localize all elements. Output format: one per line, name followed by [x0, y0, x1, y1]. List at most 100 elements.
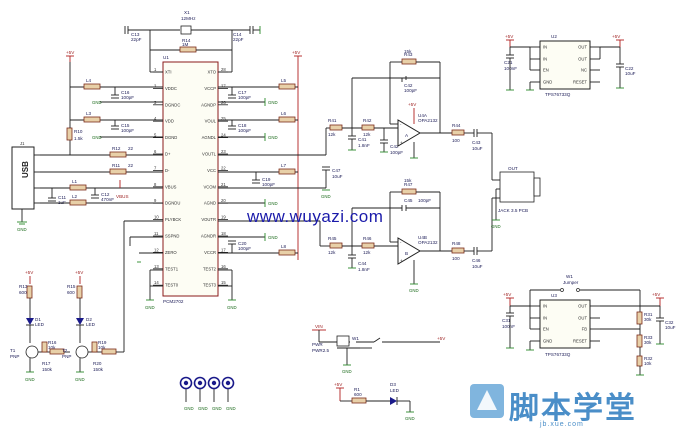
svg-text:30k: 30k [644, 317, 652, 322]
svg-text:A: A [405, 133, 409, 138]
svg-text:100pF: 100pF [404, 88, 417, 93]
svg-text:L1: L1 [72, 179, 78, 184]
svg-text:C22: C22 [625, 66, 634, 71]
led-driver-1: +5V R13 600 D1 LED T1 PNP R16 10k R17 15… [10, 270, 70, 382]
svg-text:C31: C31 [502, 318, 511, 323]
svg-text:-: - [400, 122, 402, 127]
u1-pin-right-number: 24 [221, 133, 226, 138]
svg-text:L2: L2 [72, 194, 78, 199]
svg-text:R33: R33 [644, 335, 653, 340]
svg-text:U3: U3 [551, 293, 557, 298]
u1-pin-left-name: TEST0 [165, 283, 179, 288]
svg-text:+5V: +5V [503, 292, 512, 297]
u1-pin-right-name: XTO [207, 70, 216, 75]
svg-text:U4B: U4B [418, 235, 427, 240]
svg-text:R12: R12 [112, 146, 121, 151]
u1-pin-left-number: 4 [154, 116, 157, 121]
svg-text:GND: GND [268, 201, 278, 206]
u1-pin-right-name: AGNDR [201, 234, 216, 239]
svg-text:GND: GND [25, 377, 35, 382]
svg-text:12MHz: 12MHz [181, 16, 196, 21]
svg-text:T1: T1 [10, 348, 16, 353]
svg-text:T2: T2 [62, 348, 68, 353]
svg-text:GND: GND [75, 377, 85, 382]
svg-text:100pF: 100pF [121, 95, 134, 100]
svg-text:R45: R45 [328, 236, 337, 241]
svg-text:C11: C11 [58, 195, 67, 200]
svg-text:470nF: 470nF [101, 197, 114, 202]
svg-text:600: 600 [19, 290, 27, 295]
u1-pin-left-number: 9 [154, 198, 157, 203]
svg-text:C21: C21 [504, 60, 513, 65]
u1-pin-right-name: VOUL [205, 119, 217, 124]
u2-pin-right: OUT [578, 57, 587, 62]
u1-pin-right-name: AGND [204, 201, 216, 206]
svg-text:R20: R20 [93, 361, 102, 366]
u1-pin-right-number: 25 [221, 116, 226, 121]
svg-text:+5V: +5V [652, 292, 661, 297]
svg-text:X1: X1 [184, 10, 190, 15]
svg-text:+5V: +5V [66, 50, 75, 55]
opamp-channel-left: R41 12k C41 1.8nF R42 12k C42 100pF - + … [326, 49, 493, 180]
svg-text:L6: L6 [281, 111, 287, 116]
u1-pin-left-name: VBUS [165, 184, 177, 189]
u3-pin-right: FB [582, 327, 588, 332]
svg-text:+5V: +5V [292, 50, 301, 55]
svg-text:C42: C42 [404, 83, 413, 88]
u1-pin-left-number: 7 [154, 165, 157, 170]
u1-pin-right-name: VCC [207, 168, 216, 173]
svg-text:L5: L5 [281, 78, 287, 83]
svg-text:U4A: U4A [418, 113, 428, 118]
svg-text:PNP: PNP [10, 354, 19, 359]
svg-text:R43: R43 [404, 52, 413, 57]
svg-text:C15: C15 [121, 123, 130, 128]
svg-text:D1: D1 [35, 317, 41, 322]
site-logo [470, 384, 674, 424]
svg-text:+5V: +5V [437, 336, 446, 341]
svg-text:R48: R48 [452, 241, 461, 246]
u1-pin-left-name: DGNDU [165, 201, 180, 206]
svg-text:Jumper: Jumper [563, 280, 579, 285]
svg-text:JACK 3.5 PCB: JACK 3.5 PCB [498, 208, 528, 213]
svg-text:C44: C44 [358, 261, 367, 266]
svg-text:1M: 1M [182, 42, 189, 47]
u1-pin-left-number: 1 [154, 67, 157, 72]
mounting-holes: GND GND GND GND [179, 376, 236, 411]
svg-text:R44: R44 [452, 123, 461, 128]
svg-text:GND: GND [268, 100, 278, 105]
svg-text:LED: LED [86, 322, 96, 327]
svg-text:R17: R17 [42, 361, 51, 366]
logo-url: jb.xue.com [540, 421, 584, 428]
svg-text:1.8nF: 1.8nF [358, 267, 370, 272]
svg-text:D2: D2 [86, 317, 92, 322]
u1-pin-right-name: VOUTR [201, 217, 216, 222]
u1-pin-right-name: VCCR [204, 250, 216, 255]
u1-right-nets: +5V L5 C17 100pF GND L6 C18 100pF GND L7… [218, 50, 343, 310]
svg-text:100pF: 100pF [238, 128, 251, 133]
svg-text:100pF: 100pF [418, 198, 431, 203]
u1-pin-right-number: 16 [221, 264, 226, 269]
u1-pin-right-number: 19 [221, 215, 226, 220]
svg-text:C41: C41 [358, 137, 367, 142]
svg-text:+5V: +5V [408, 102, 417, 107]
svg-text:100pF: 100pF [238, 95, 251, 100]
svg-text:VIN: VIN [315, 324, 323, 329]
u1-pin-left-number: 12 [154, 247, 159, 252]
svg-text:OPA2132: OPA2132 [418, 240, 438, 245]
svg-text:100nF: 100nF [504, 66, 517, 71]
svg-text:GND: GND [198, 406, 208, 411]
svg-text:C20: C20 [238, 241, 247, 246]
u1-pin-right-number: 18 [221, 231, 226, 236]
audio-jack: OUT JACK 3.5 PCB GND [491, 166, 541, 229]
u1-pcm2702: U1 PCM2702 [162, 55, 219, 304]
u1-pin-left-number: 10 [154, 215, 159, 220]
svg-text:+5V: +5V [25, 270, 34, 275]
svg-text:10uF: 10uF [625, 71, 636, 76]
svg-text:R15: R15 [67, 284, 76, 289]
svg-text:100pF: 100pF [121, 128, 134, 133]
usb-connector: J1 USB GND [11, 141, 40, 232]
u3-pin-left: EN [543, 327, 549, 332]
svg-text:100pF: 100pF [262, 182, 275, 187]
